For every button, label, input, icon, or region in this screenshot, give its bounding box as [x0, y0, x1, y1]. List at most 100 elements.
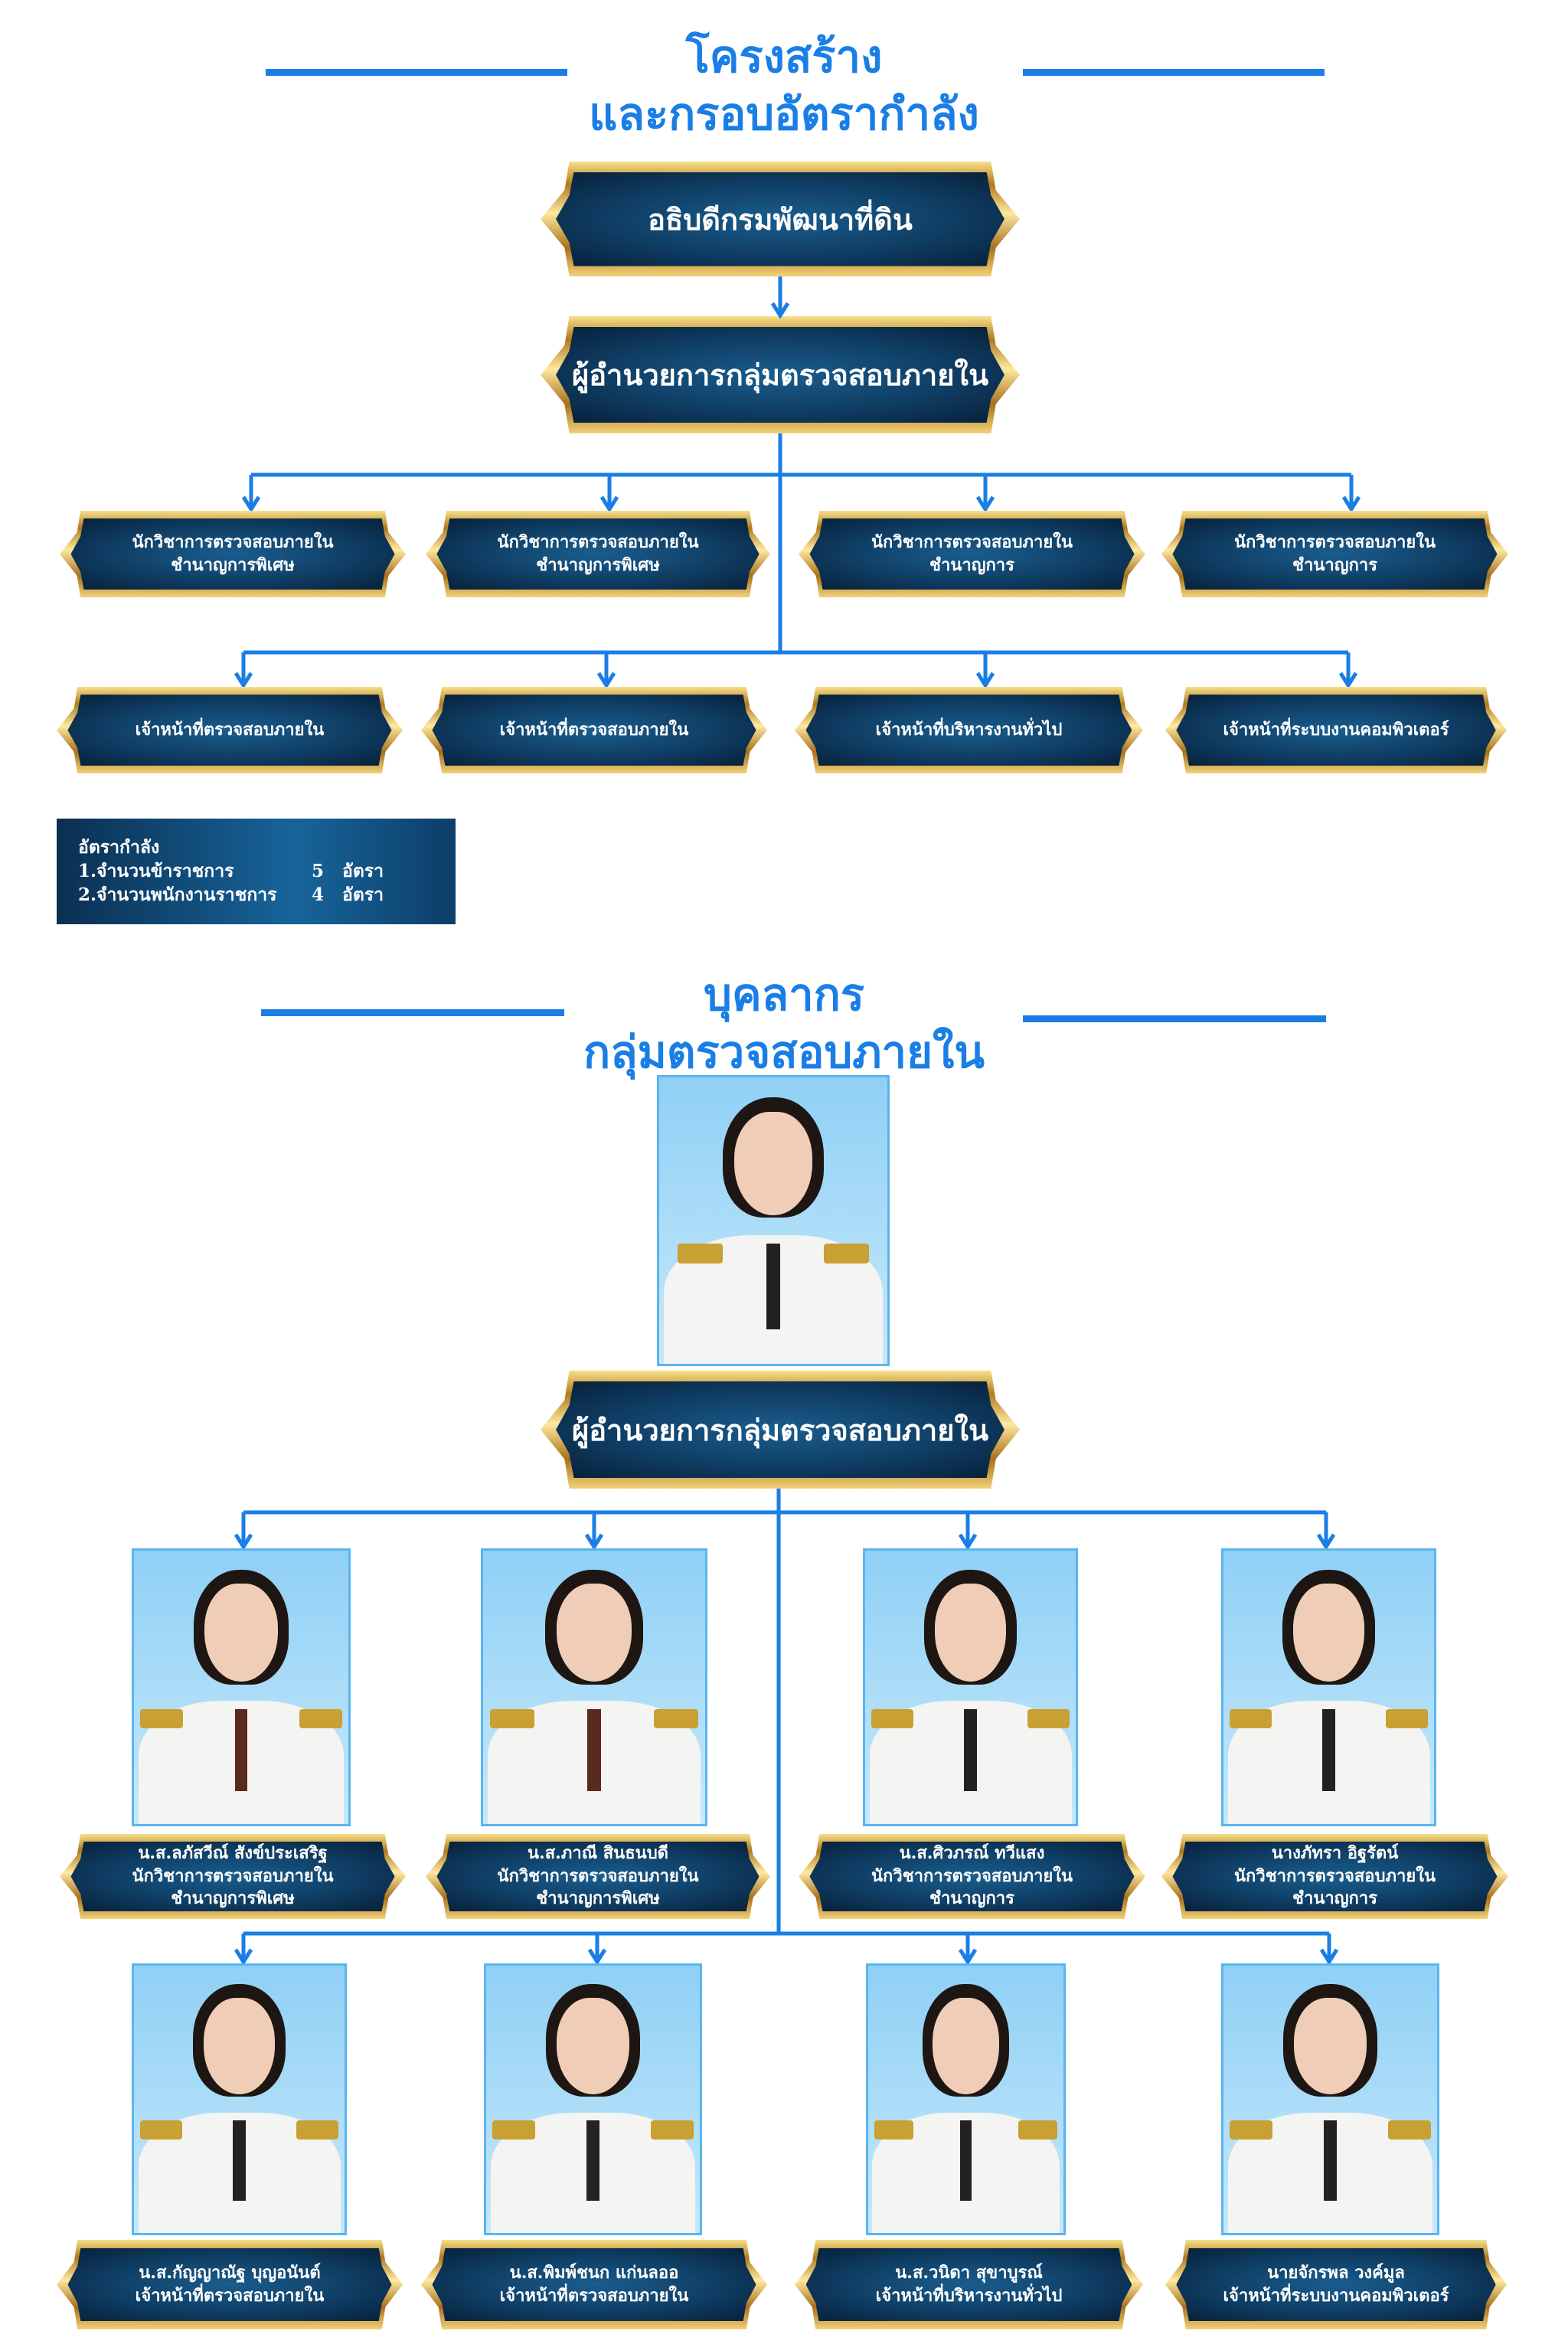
plaque-staff-name: น.ส.ศิวภรณ์ ทวีแสงนักวิชาการตรวจสอบภายใน…	[799, 1834, 1145, 1919]
arrow-head-icon	[234, 1533, 253, 1551]
plaque-text-line: น.ส.ลภัสวีณ์ สังข์ประเสริฐ	[138, 1842, 328, 1863]
plaque-position: นักวิชาการตรวจสอบภายในชำนาญการ	[1161, 511, 1508, 597]
personnel-title-line2: กลุ่มตรวจสอบภายใน	[583, 1026, 985, 1078]
arrow-head-icon	[975, 495, 995, 513]
plaque-text-line: นักวิชาการตรวจสอบภายใน	[871, 1865, 1073, 1886]
arrow-head-icon	[770, 302, 790, 319]
plaque-label: อธิบดีกรมพัฒนาที่ดิน	[556, 172, 1004, 266]
plaque-text-line: ชำนาญการพิเศษ	[171, 1888, 295, 1909]
staff-photo	[863, 1548, 1078, 1826]
rate-heading: อัตรากำลัง	[78, 837, 160, 858]
plaque-text-line: เจ้าหน้าที่ตรวจสอบภายใน	[499, 719, 689, 740]
arrow-head-icon	[975, 672, 995, 689]
arrow-head-icon	[599, 495, 619, 513]
personnel-rule-left	[261, 1009, 564, 1016]
plaque-position: เจ้าหน้าที่ตรวจสอบภายใน	[57, 687, 403, 773]
plaque-text-line: นักวิชาการตรวจสอบภายใน	[1234, 531, 1436, 552]
arrow-head-icon	[1338, 672, 1358, 689]
director-photo	[657, 1075, 890, 1366]
plaque-staff-name: น.ส.ลภัสวีณ์ สังข์ประเสริฐนักวิชาการตรวจ…	[60, 1834, 406, 1919]
plaque-text-line: น.ส.วนิดา สุขาบูรณ์	[895, 2262, 1043, 2283]
plaque-position: เจ้าหน้าที่ระบบงานคอมพิวเตอร์	[1165, 687, 1507, 773]
arrow-head-icon	[241, 495, 261, 513]
plaque-text-line: น.ส.ศิวภรณ์ ทวีแสง	[899, 1842, 1045, 1863]
arrow-head-icon	[234, 672, 253, 689]
rate-unit: อัตรา	[342, 884, 384, 906]
title-rule-left	[266, 69, 567, 76]
plaque-group-director-personnel: ผู้อำนวยการกลุ่มตรวจสอบภายใน	[541, 1371, 1020, 1489]
rate-count: 5	[312, 861, 325, 882]
plaque-staff-name: น.ส.ภาณี สินธนบดีนักวิชาการตรวจสอบภายในช…	[426, 1834, 770, 1919]
plaque-text-line: นักวิชาการตรวจสอบภายใน	[132, 531, 334, 552]
plaque-label: ผู้อำนวยการกลุ่มตรวจสอบภายใน	[556, 326, 1004, 423]
staff-photo	[481, 1548, 707, 1826]
rate-unit: อัตรา	[342, 861, 384, 882]
personnel-title-line1: บุคลากร	[704, 969, 864, 1021]
plaque-text-line: นางภัทรา อิฐรัตน์	[1271, 1842, 1399, 1863]
arrow-head-icon	[1341, 495, 1361, 513]
plaque-text-line: เจ้าหน้าที่ระบบงานคอมพิวเตอร์	[1223, 719, 1449, 740]
arrow-head-icon	[958, 1533, 978, 1551]
plaque-text-line: น.ส.พิมพ์ชนก แก่นลออ	[509, 2262, 679, 2283]
plaque-text-line: นักวิชาการตรวจสอบภายใน	[1234, 1865, 1436, 1886]
plaque-text-line: นายจักรพล วงค์มูล	[1267, 2262, 1405, 2283]
plaque-text-line: นักวิชาการตรวจสอบภายใน	[497, 1865, 699, 1886]
arrow-head-icon	[584, 1533, 604, 1551]
rate-label: 2.จำนวนพนักงานราชการ	[78, 884, 277, 906]
plaque-text-line: ชำนาญการ	[1292, 1888, 1377, 1909]
plaque-text-line: นักวิชาการตรวจสอบภายใน	[132, 1865, 334, 1886]
plaque-text-line: นักวิชาการตรวจสอบภายใน	[871, 531, 1073, 552]
plaque-text-line: ชำนาญการ	[929, 554, 1014, 575]
structure-title-line2: และกรอบอัตรากำลัง	[589, 88, 979, 140]
staffing-rate-box: อัตรากำลัง 1.จำนวนข้าราชการ 5 อัตรา 2.จำ…	[57, 819, 456, 924]
plaque-group-director: ผู้อำนวยการกลุ่มตรวจสอบภายใน	[541, 316, 1020, 433]
plaque-label: ผู้อำนวยการกลุ่มตรวจสอบภายใน	[556, 1381, 1004, 1479]
arrow-head-icon	[234, 1948, 253, 1966]
plaque-position: เจ้าหน้าที่ตรวจสอบภายใน	[421, 687, 767, 773]
plaque-position: นักวิชาการตรวจสอบภายในชำนาญการพิเศษ	[426, 511, 770, 597]
title-rule-right	[1023, 69, 1325, 76]
rate-count: 4	[312, 884, 325, 906]
plaque-text-line: เจ้าหน้าที่ตรวจสอบภายใน	[499, 2285, 689, 2306]
plaque-text-line: เจ้าหน้าที่ตรวจสอบภายใน	[135, 719, 325, 740]
plaque-staff-name: นางภัทรา อิฐรัตน์นักวิชาการตรวจสอบภายในช…	[1161, 1834, 1508, 1919]
plaque-position: เจ้าหน้าที่บริหารงานทั่วไป	[795, 687, 1143, 773]
plaque-director-general: อธิบดีกรมพัฒนาที่ดิน	[541, 162, 1020, 276]
rate-row: 1.จำนวนข้าราชการ 5 อัตรา	[78, 859, 456, 883]
plaque-text-line: เจ้าหน้าที่ตรวจสอบภายใน	[135, 2285, 325, 2306]
plaque-position: นักวิชาการตรวจสอบภายในชำนาญการพิเศษ	[60, 511, 406, 597]
rate-label: 1.จำนวนข้าราชการ	[78, 861, 234, 882]
staff-photo	[1221, 1963, 1439, 2235]
personnel-rule-right	[1023, 1015, 1326, 1022]
plaque-staff-name: น.ส.วนิดา สุขาบูรณ์เจ้าหน้าที่บริหารงานท…	[795, 2240, 1143, 2329]
arrow-head-icon	[958, 1948, 978, 1966]
staff-photo	[1221, 1548, 1436, 1826]
plaque-text-line: น.ส.ภาณี สินธนบดี	[528, 1842, 668, 1863]
rate-row: 2.จำนวนพนักงานราชการ 4 อัตรา	[78, 883, 456, 907]
staff-photo	[484, 1963, 702, 2235]
structure-title-line1: โครงสร้าง	[685, 31, 883, 83]
arrow-head-icon	[1319, 1948, 1339, 1966]
plaque-staff-name: น.ส.กัญญาณัฐ บุญอนันต์เจ้าหน้าที่ตรวจสอบ…	[57, 2240, 403, 2329]
plaque-text-line: ชำนาญการ	[929, 1888, 1014, 1909]
arrow-head-icon	[596, 672, 616, 689]
arrow-head-icon	[587, 1948, 607, 1966]
plaque-text-line: เจ้าหน้าที่บริหารงานทั่วไป	[875, 2285, 1063, 2306]
plaque-text-line: ชำนาญการ	[1292, 554, 1377, 575]
arrow-head-icon	[1316, 1533, 1336, 1551]
staff-photo	[132, 1548, 351, 1826]
staff-photo	[132, 1963, 347, 2235]
plaque-text-line: นักวิชาการตรวจสอบภายใน	[497, 531, 699, 552]
plaque-text-line: ชำนาญการพิเศษ	[536, 1888, 660, 1909]
plaque-text-line: เจ้าหน้าที่บริหารงานทั่วไป	[875, 719, 1063, 740]
plaque-staff-name: น.ส.พิมพ์ชนก แก่นลออเจ้าหน้าที่ตรวจสอบภา…	[421, 2240, 767, 2329]
plaque-text-line: เจ้าหน้าที่ระบบงานคอมพิวเตอร์	[1223, 2285, 1449, 2306]
plaque-text-line: ชำนาญการพิเศษ	[171, 554, 295, 575]
staff-photo	[866, 1963, 1066, 2235]
plaque-text-line: ชำนาญการพิเศษ	[536, 554, 660, 575]
plaque-position: นักวิชาการตรวจสอบภายในชำนาญการ	[799, 511, 1145, 597]
plaque-text-line: น.ส.กัญญาณัฐ บุญอนันต์	[139, 2262, 321, 2283]
plaque-staff-name: นายจักรพล วงค์มูลเจ้าหน้าที่ระบบงานคอมพิ…	[1165, 2240, 1507, 2329]
